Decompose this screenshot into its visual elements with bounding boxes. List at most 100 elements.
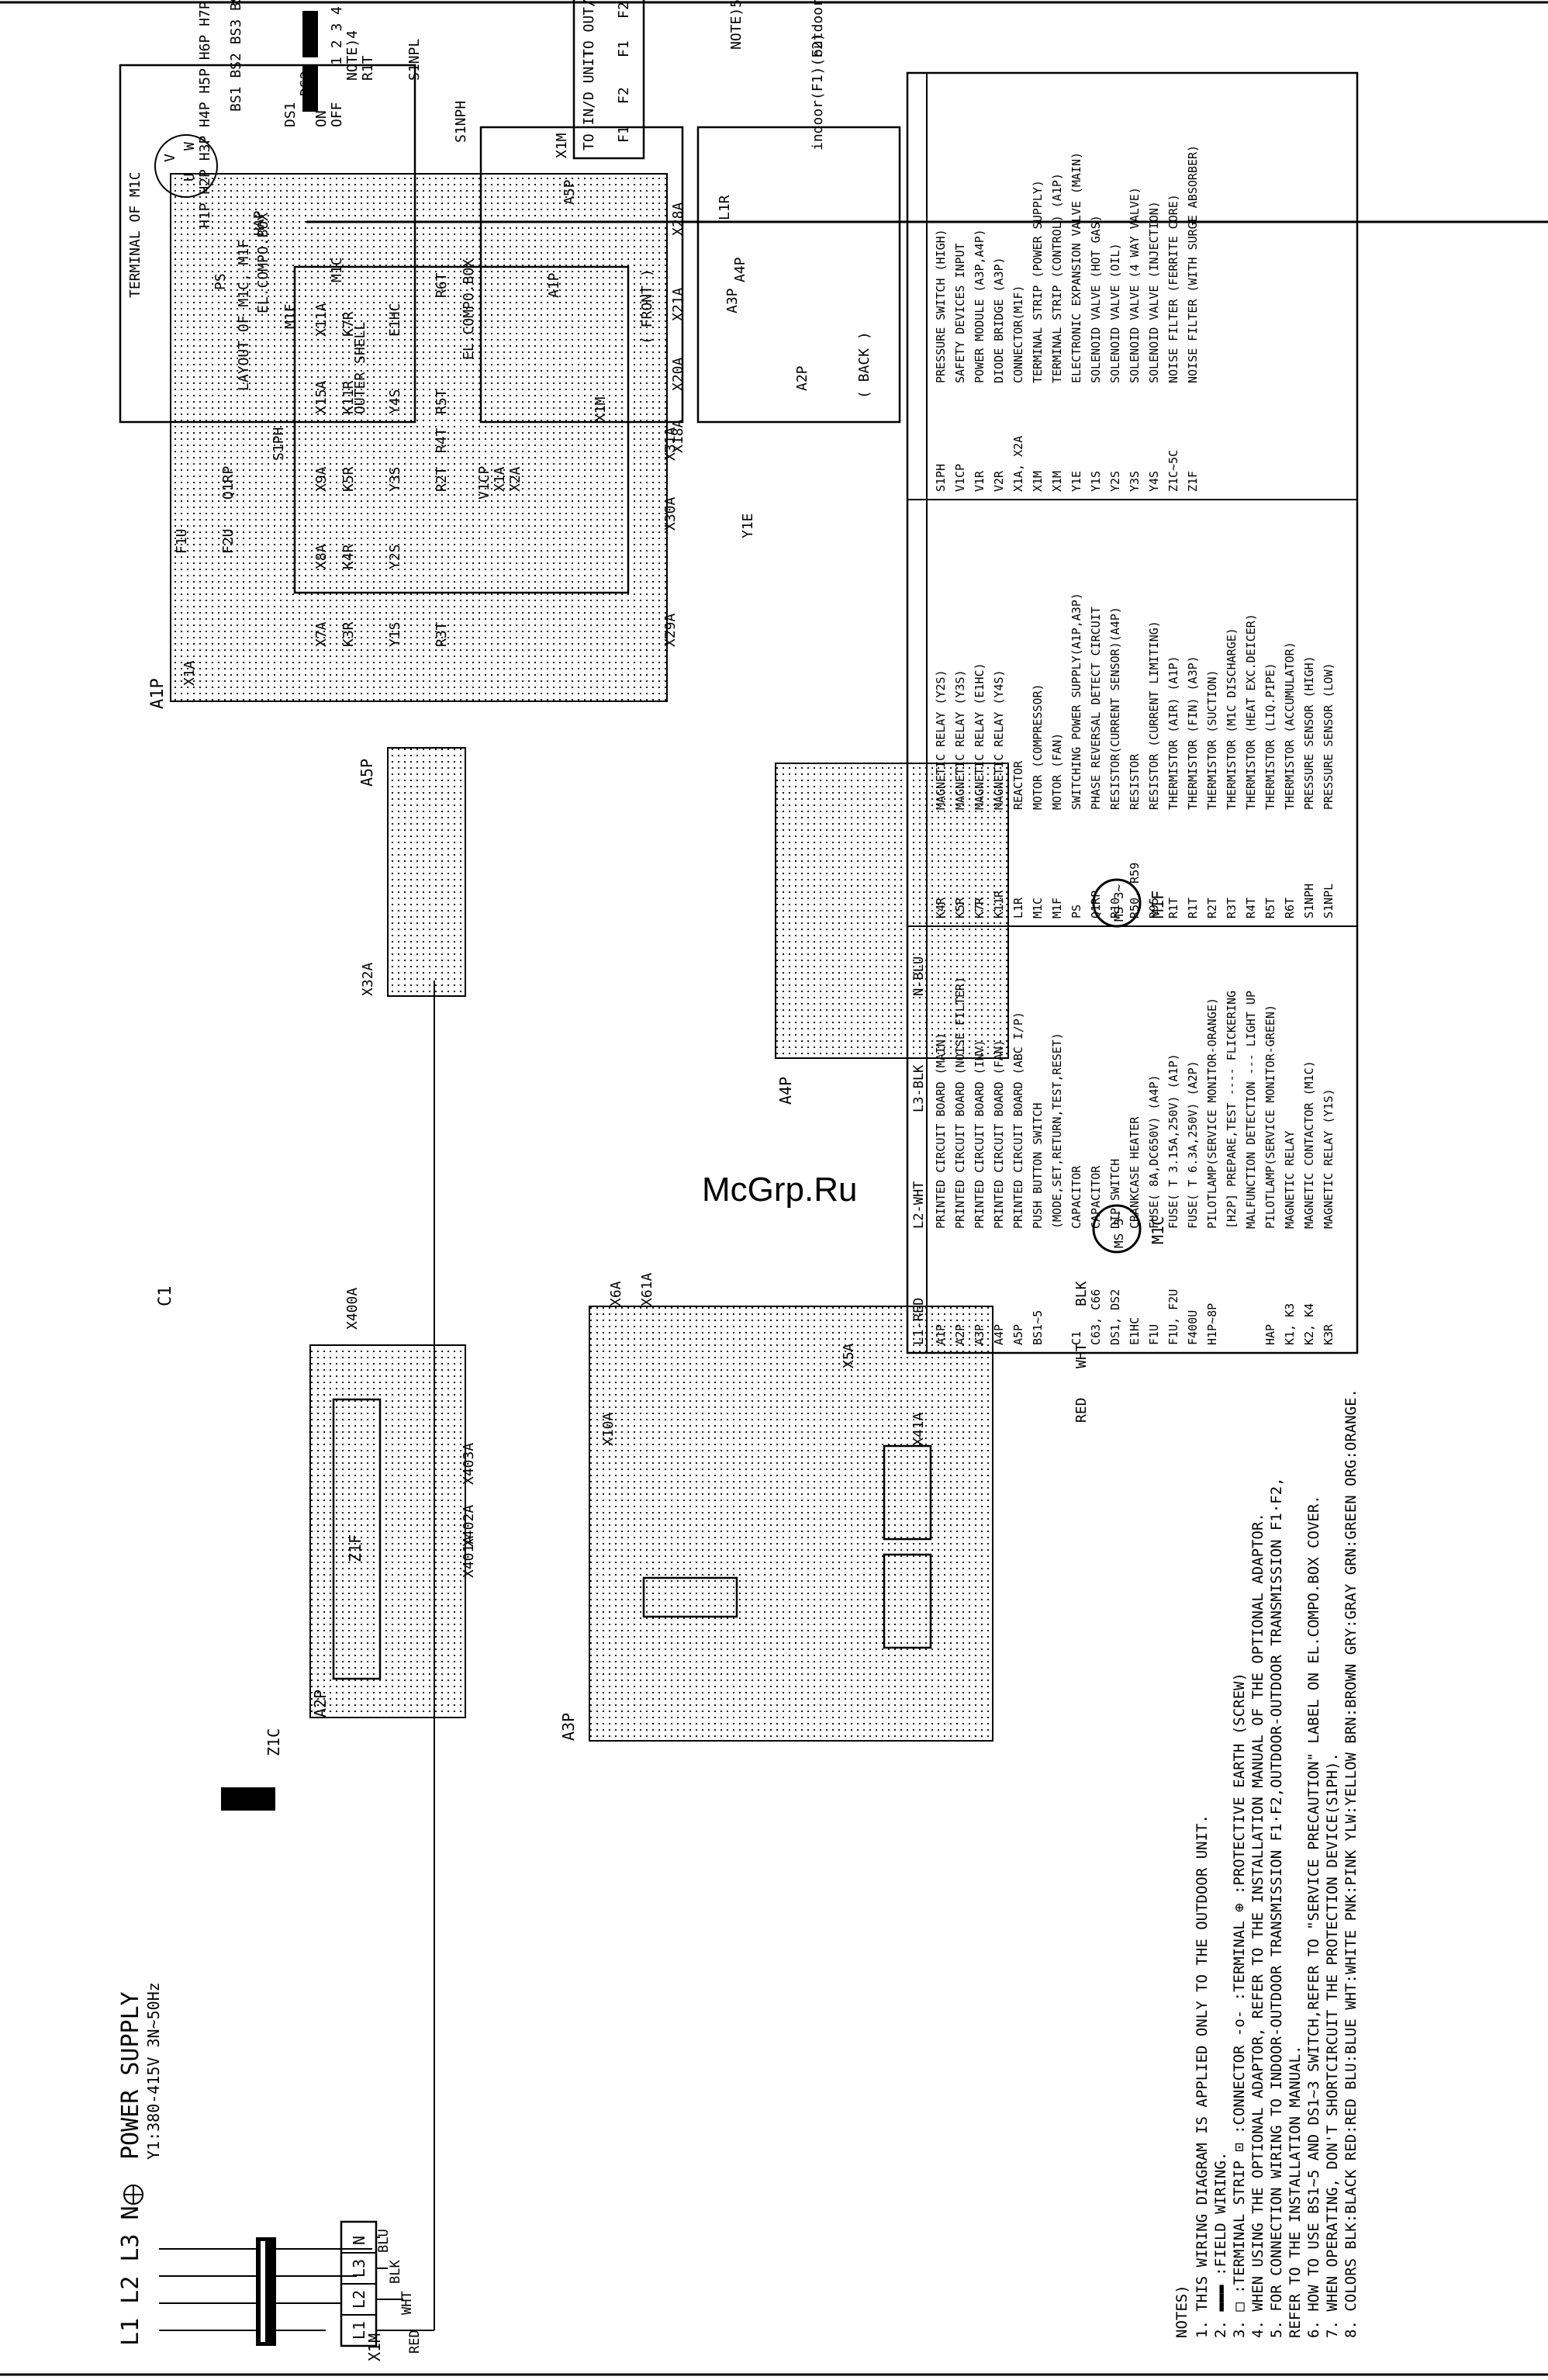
svg-text:MS 3~: MS 3~ bbox=[1111, 1211, 1126, 1248]
relay-k11r: K11R bbox=[340, 380, 357, 414]
svg-text:( FRONT ): ( FRONT ) bbox=[639, 268, 655, 344]
svg-text:R4T: R4T bbox=[434, 427, 450, 453]
m1c-terminal-icon bbox=[154, 134, 218, 198]
svg-text:RED: RED bbox=[407, 2330, 423, 2354]
legend-desc: PUSH BUTTON SWITCH bbox=[1031, 1102, 1045, 1229]
legend-desc: SAFETY DEVICES INPUT bbox=[953, 243, 967, 383]
svg-text:X8A: X8A bbox=[313, 544, 330, 569]
legend-code: Y3S bbox=[1128, 471, 1142, 492]
svg-text:F2: F2 bbox=[616, 2, 632, 19]
a1p-main-board: A1P X1A K3R K4R K5R K11R K7R Y1S Y2S Y3S… bbox=[148, 0, 826, 997]
legend-desc: TERMINAL STRIP (CONTROL) (A1P) bbox=[1050, 173, 1064, 383]
svg-text:X403A: X403A bbox=[461, 1443, 477, 1485]
legend-desc: FUSE( 8A,DC650V) (A4P) bbox=[1147, 1074, 1161, 1229]
legend-desc: DIODE BRIDGE (A3P) bbox=[992, 257, 1006, 383]
legend-desc: MAGNETIC RELAY bbox=[1283, 1131, 1297, 1229]
svg-text:L2: L2 bbox=[350, 2290, 368, 2309]
a2p-noise-filter-board: A2P Z1F C1 Z1C X400A X401A X402A X403A bbox=[156, 1286, 477, 1811]
legend-desc: THERMISTOR (AIR) (A1P) bbox=[1166, 656, 1180, 810]
power-title: POWER SUPPLY bbox=[117, 1991, 144, 2160]
svg-text:WHT: WHT bbox=[399, 2291, 415, 2315]
svg-text:X20A: X20A bbox=[670, 357, 686, 391]
legend-desc: PILOTLAMP(SERVICE MONITOR-GREEN) bbox=[1263, 1005, 1277, 1229]
legend-desc: PRESSURE SENSOR (LOW) bbox=[1322, 662, 1335, 810]
legend-code: H1P~8P bbox=[1205, 1303, 1219, 1345]
svg-text:indoor(F1)(F2): indoor(F1)(F2) bbox=[810, 33, 826, 150]
switch-panel: H1P H2P H3P H4P H5P H6P H7P H8P BS1 BS2 … bbox=[197, 0, 361, 236]
legend-code: A4P bbox=[992, 1324, 1006, 1345]
legend-desc: PRINTED CIRCUIT BOARD (NOISE FILTER) bbox=[953, 977, 967, 1229]
svg-text:X11A: X11A bbox=[313, 303, 330, 337]
legend-code: S1NPH bbox=[1302, 884, 1316, 918]
legend-desc: RESISTOR (CURRENT LIMITING) bbox=[1147, 621, 1161, 810]
svg-text:TO OUT/D UNIT: TO OUT/D UNIT bbox=[581, 0, 597, 57]
svg-text:R5T: R5T bbox=[434, 389, 450, 414]
solenoid-y1s: Y1S bbox=[387, 621, 403, 647]
legend-desc: THERMISTOR (SUCTION) bbox=[1205, 669, 1219, 810]
legend-code: K7R bbox=[973, 897, 987, 918]
legend-code: R50, R59 bbox=[1128, 863, 1142, 918]
legend-code: K2, K4 bbox=[1302, 1303, 1316, 1345]
legend-desc: SWITCHING POWER SUPPLY(A1P,A3P) bbox=[1069, 593, 1083, 810]
legend-desc: PRESSURE SENSOR (HIGH) bbox=[1302, 656, 1316, 810]
svg-text:X2A: X2A bbox=[507, 466, 523, 492]
a5p-board bbox=[387, 747, 466, 997]
legend-code: Z1F bbox=[1186, 471, 1200, 492]
svg-text:X18A: X18A bbox=[670, 419, 686, 453]
svg-text:OUTER SHELL: OUTER SHELL bbox=[352, 322, 368, 414]
legend-desc: NOISE FILTER (WITH SURGE ABSORBER) bbox=[1186, 145, 1200, 383]
svg-text:EL.COMPO.BOX: EL.COMPO.BOX bbox=[461, 259, 477, 360]
svg-text:X7A: X7A bbox=[313, 621, 330, 647]
legend-code: M1C bbox=[1031, 898, 1045, 918]
legend-desc: SOLENOID VALVE (HOT GAS) bbox=[1089, 215, 1103, 383]
svg-text:( BACK ): ( BACK ) bbox=[856, 331, 872, 399]
legend-desc: MAGNETIC RELAY (Y2S) bbox=[934, 669, 948, 810]
svg-text:EL.COMPO.BOX: EL.COMPO.BOX bbox=[255, 213, 271, 313]
svg-text:X1A: X1A bbox=[492, 466, 508, 492]
legend-code: K5R bbox=[953, 897, 967, 918]
legend-desc: FUSE( T 6.3A,250V) (A2P) bbox=[1186, 1060, 1200, 1229]
legend-desc: SOLENOID VALVE (4 WAY VALVE) bbox=[1128, 187, 1142, 383]
svg-text:X6A: X6A bbox=[608, 1281, 624, 1306]
legend-desc: THERMISTOR (FIN) (A3P) bbox=[1186, 656, 1200, 810]
legend-desc: MOTOR (COMPRESSOR) bbox=[1031, 683, 1045, 810]
svg-text:OFF: OFF bbox=[329, 102, 345, 127]
svg-text:WHT: WHT bbox=[1073, 1343, 1090, 1368]
legend-desc: NOISE FILTER (FERRITE CORE) bbox=[1166, 194, 1180, 383]
svg-text:BS1 BS2 BS3 BS4 BS5: BS1 BS2 BS3 BS4 BS5 bbox=[228, 0, 244, 112]
svg-text:NOTE)5: NOTE)5 bbox=[728, 0, 745, 50]
inset-layout: TERMINAL OF M1C U V W LAYOUT OF M1C, M1F… bbox=[119, 64, 901, 492]
legend-table: L1-RED L2-WHT L3-BLK N-BLU bbox=[906, 71, 1359, 1354]
svg-text:TERMINAL OF M1C: TERMINAL OF M1C bbox=[127, 171, 143, 298]
legend-code: F1U, F2U bbox=[1166, 1289, 1180, 1345]
svg-text:N: N bbox=[350, 2236, 368, 2245]
svg-text:A1P: A1P bbox=[148, 678, 168, 709]
svg-text:A4P: A4P bbox=[776, 1077, 795, 1105]
svg-text:M1F: M1F bbox=[1149, 891, 1167, 918]
legend-code: R6T bbox=[1283, 898, 1297, 918]
legend-code: M1F bbox=[1050, 898, 1064, 918]
rotated-diagram: NOTES) 1. THIS WIRING DIAGRAM IS APPLIED… bbox=[117, 0, 1360, 2361]
legend-code: A2P bbox=[953, 1324, 967, 1345]
legend-desc: PRINTED CIRCUIT BOARD (INV) bbox=[973, 1040, 987, 1229]
svg-text:HAP: HAP bbox=[251, 210, 268, 236]
power-supply-section: L1 L2 L3 N POWER SUPPLY Y1:380-415V 3N~5… bbox=[117, 981, 435, 2361]
svg-text:S1NPL: S1NPL bbox=[406, 39, 423, 81]
legend-code: R3T bbox=[1225, 898, 1239, 918]
legend-code: R5T bbox=[1263, 898, 1277, 918]
svg-text:M1C: M1C bbox=[1149, 1216, 1167, 1244]
legend-desc: MAGNETIC RELAY (Y4S) bbox=[992, 669, 1006, 810]
svg-text:V1CP: V1CP bbox=[476, 465, 492, 500]
legend-desc: SOLENOID VALVE (INJECTION) bbox=[1147, 201, 1161, 383]
svg-text:X41A: X41A bbox=[910, 1412, 927, 1446]
svg-text:U: U bbox=[181, 173, 198, 182]
solenoid-y4s: Y4S bbox=[387, 389, 403, 414]
legend-code: E1HC bbox=[1128, 1317, 1142, 1345]
svg-text:F1: F1 bbox=[616, 40, 632, 57]
svg-text:L3-BLK: L3-BLK bbox=[911, 1064, 927, 1112]
legend-code: R2T bbox=[1205, 898, 1219, 918]
legend-code: X1M bbox=[1050, 471, 1064, 492]
svg-text:X21A: X21A bbox=[670, 287, 686, 321]
